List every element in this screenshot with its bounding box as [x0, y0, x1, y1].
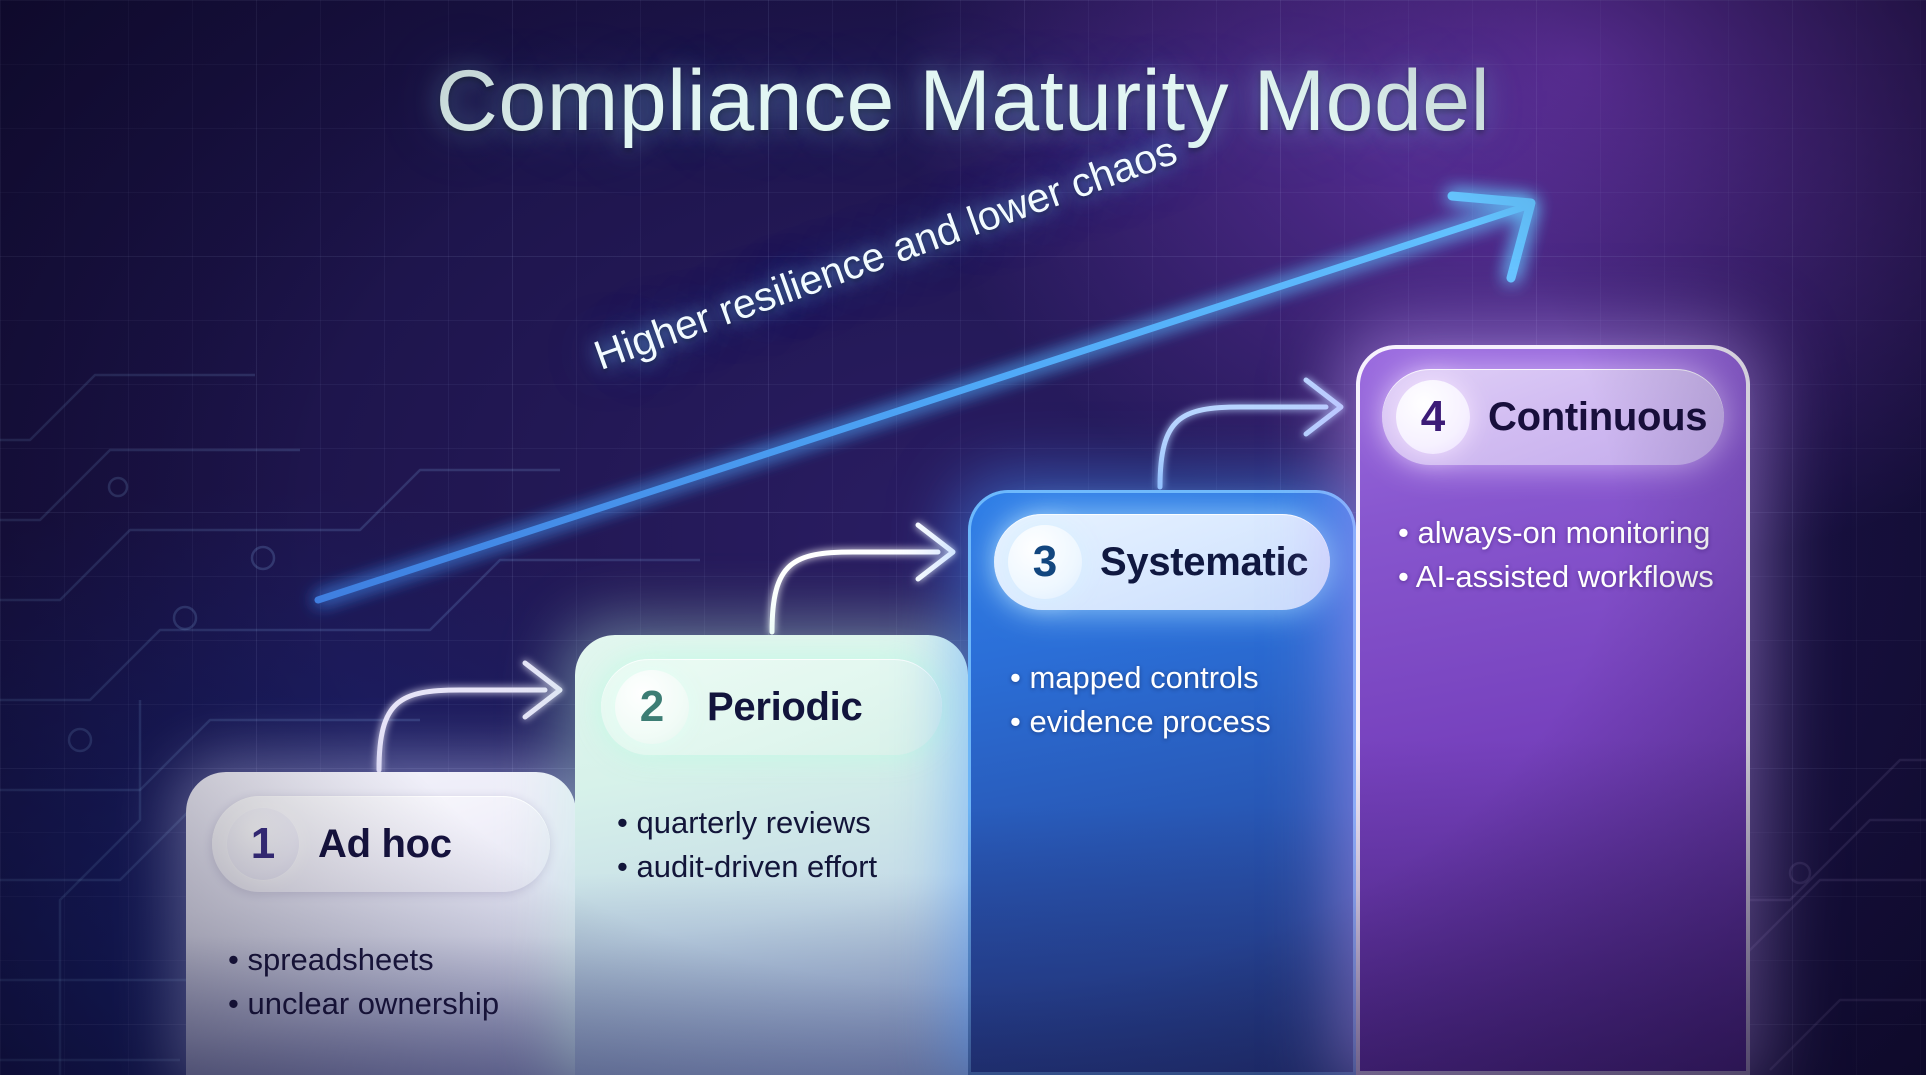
list-item: AI-assisted workflows	[1398, 555, 1736, 599]
list-item: evidence process	[1010, 700, 1342, 744]
list-item: mapped controls	[1010, 656, 1342, 700]
stage-card-3-header: 3 Systematic	[994, 514, 1330, 610]
stage-card-2-header: 2 Periodic	[601, 659, 942, 755]
stage-bullets-2: quarterly reviews audit-driven effort	[617, 801, 954, 889]
stage-card-1-header: 1 Ad hoc	[212, 796, 550, 892]
stage-card-2[interactable]: 2 Periodic quarterly reviews audit-drive…	[575, 635, 968, 1075]
stage-number-badge-2: 2	[615, 670, 689, 744]
stage-card-3[interactable]: 3 Systematic mapped controls evidence pr…	[968, 490, 1356, 1075]
list-item: unclear ownership	[228, 982, 562, 1026]
stage-number-badge-1: 1	[226, 807, 300, 881]
stage-number-badge-4: 4	[1396, 380, 1470, 454]
stage-bullets-4: always-on monitoring AI-assisted workflo…	[1398, 511, 1736, 599]
stage-name-2: Periodic	[707, 684, 863, 729]
connector-arrow-1-2	[376, 660, 563, 773]
stage-bullets-3: mapped controls evidence process	[1010, 656, 1342, 744]
connector-arrow-3-4	[1157, 377, 1344, 490]
trend-label: Higher resilience and lower chaos	[588, 126, 1183, 379]
list-item: spreadsheets	[228, 938, 562, 982]
stage-name-1: Ad hoc	[318, 821, 452, 866]
stage-card-4-header: 4 Continuous	[1382, 369, 1724, 465]
list-item: always-on monitoring	[1398, 511, 1736, 555]
stage-number-badge-3: 3	[1008, 525, 1082, 599]
stage-name-4: Continuous	[1488, 394, 1708, 439]
connector-arrow-2-3	[769, 522, 956, 635]
stage-name-3: Systematic	[1100, 539, 1309, 584]
list-item: audit-driven effort	[617, 845, 954, 889]
page-title: Compliance Maturity Model	[435, 53, 1491, 149]
stage-bullets-1: spreadsheets unclear ownership	[228, 938, 562, 1026]
stage-card-1[interactable]: 1 Ad hoc spreadsheets unclear ownership	[186, 772, 576, 1075]
list-item: quarterly reviews	[617, 801, 954, 845]
stage-card-4[interactable]: 4 Continuous always-on monitoring AI-ass…	[1356, 345, 1750, 1075]
